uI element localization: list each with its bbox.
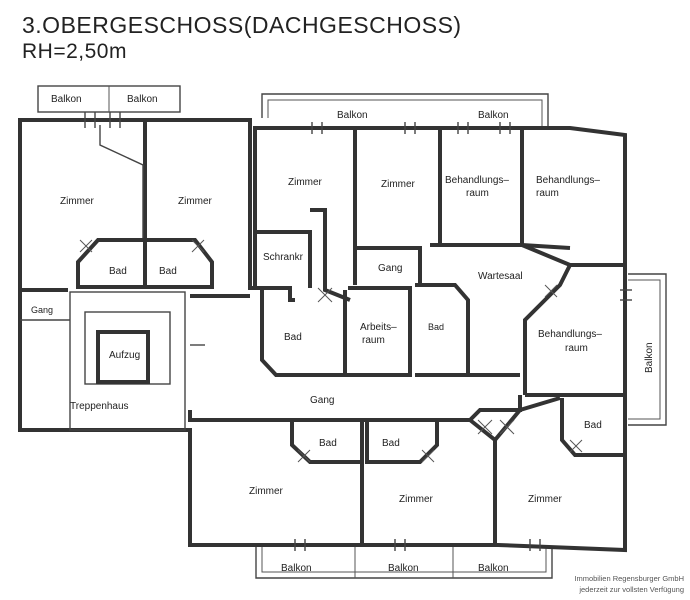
label-balkon-bottom-3: Balkon: [478, 563, 509, 574]
label-balkon-top-left-1: Balkon: [51, 94, 82, 105]
label-zimmer-bottom-1: Zimmer: [249, 486, 284, 497]
label-balkon-top-right: Balkon: [478, 110, 509, 121]
label-balkon-top-left-2: Balkon: [127, 94, 158, 105]
label-balkon-right: Balkon: [644, 342, 655, 373]
label-bad-small: Bad: [428, 322, 444, 332]
label-zimmer-bottom-3: Zimmer: [528, 494, 563, 505]
label-balkon-bottom-1: Balkon: [281, 563, 312, 574]
balcony-bottom: [255, 546, 553, 579]
label-behandlungsraum-2-b: raum: [536, 188, 559, 199]
label-arbeitsraum-b: raum: [362, 335, 385, 346]
label-behandlungsraum-1-b: raum: [466, 188, 489, 199]
label-bad-center: Bad: [284, 332, 302, 343]
label-behandlungsraum-1: Behandlungs–: [445, 175, 509, 186]
label-bad-bottom-1: Bad: [319, 438, 337, 449]
label-gang-center: Gang: [378, 263, 402, 274]
label-wartesaal: Wartesaal: [478, 271, 523, 282]
plan-title: 3.OBERGESCHOSS(DACHGESCHOSS): [22, 12, 462, 38]
label-arbeitsraum: Arbeits–: [360, 322, 397, 333]
label-bad-bottom-2: Bad: [382, 438, 400, 449]
label-schrankr: Schrankr: [263, 252, 304, 263]
label-bad-left-2: Bad: [159, 266, 177, 277]
balcony-right: [628, 273, 667, 426]
label-bad-left-1: Bad: [109, 266, 127, 277]
elevator-shaft: [96, 330, 150, 384]
label-zimmer-mid-1: Zimmer: [288, 177, 323, 188]
label-balkon-bottom-2: Balkon: [388, 563, 419, 574]
label-balkon-top-mid: Balkon: [337, 110, 368, 121]
footer-note: jederzeit zur vollsten Verfügung: [579, 585, 684, 594]
balcony-top-right: [261, 93, 549, 126]
label-zimmer-left-1: Zimmer: [60, 196, 95, 207]
footer-company: Immobilien Regensburger GmbH: [574, 574, 684, 583]
label-behandlungsraum-2: Behandlungs–: [536, 175, 600, 186]
outer-wall: [18, 118, 627, 553]
label-bad-bottom-3: Bad: [584, 420, 602, 431]
label-treppenhaus: Treppenhaus: [70, 401, 129, 412]
label-zimmer-bottom-2: Zimmer: [399, 494, 434, 505]
label-aufzug: Aufzug: [109, 350, 140, 361]
plan-subtitle: RH=2,50m: [22, 40, 127, 63]
label-behandlungsraum-3-b: raum: [565, 343, 588, 354]
label-behandlungsraum-3: Behandlungs–: [538, 329, 602, 340]
label-zimmer-left-2: Zimmer: [178, 196, 213, 207]
label-gang-main: Gang: [310, 395, 334, 406]
label-gang-left: Gang: [31, 305, 53, 315]
label-zimmer-mid-2: Zimmer: [381, 179, 416, 190]
